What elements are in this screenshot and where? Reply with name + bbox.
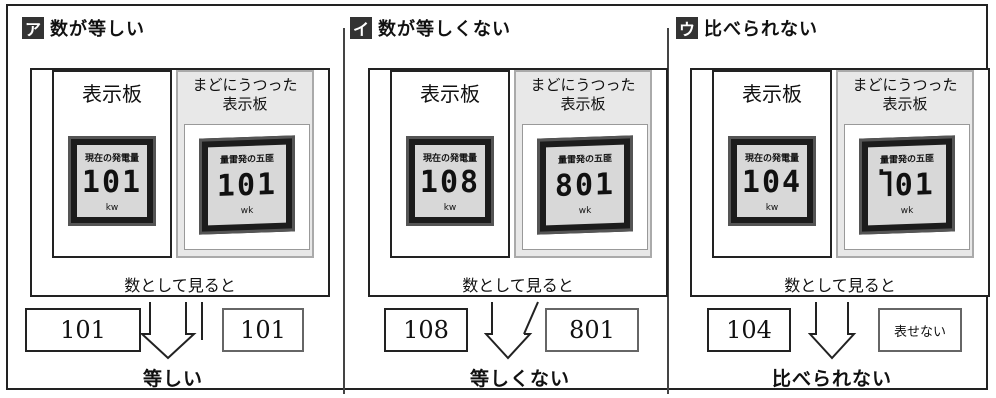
column-a-mirror-unit: wk	[240, 205, 254, 217]
column-a-display-board: 表示板 現在の発電量 101 kw	[52, 70, 172, 258]
column-b-mirror-unit: wk	[578, 205, 592, 217]
column-a-tag: ア	[22, 17, 44, 39]
column-b-see-as-number: 数として見ると	[462, 276, 574, 295]
column-a-mirror-label: 量雷発の五匪	[219, 154, 274, 166]
column-a-right-value: 101	[222, 308, 304, 352]
column-b-screen-label: 現在の発電量	[422, 154, 477, 164]
column-a-mirrored-board: まどにうつった 表示板 量雷発の五匪 101 wk	[176, 70, 314, 258]
column-a-left-caption: 表示板	[82, 82, 142, 106]
column-divider-2	[667, 28, 669, 394]
column-a-screen-digits: 101	[81, 165, 143, 200]
column-a-screen-label: 現在の発電量	[84, 154, 139, 164]
column-c-left-caption: 表示板	[742, 82, 802, 106]
column-a-left-value: 101	[25, 308, 141, 352]
column-b-right-caption: まどにうつった 表示板	[516, 76, 650, 114]
column-b-tag: イ	[350, 17, 372, 39]
column-b-heading: 数が等しくない	[378, 19, 511, 40]
column-c-right-caption-line2: 表示板	[882, 95, 928, 113]
column-c-mirrored-screen: 量雷発の五匪 Ⴈ01 wk	[859, 135, 955, 235]
column-b-header: イ 数が等しくない	[350, 14, 511, 42]
column-b-mirrored-board: まどにうつった 表示板 量雷発の五匪 801 wk	[514, 70, 652, 258]
column-a-header: ア 数が等しい	[22, 14, 145, 42]
column-b-left-caption: 表示板	[420, 82, 480, 106]
column-b-result: 等しくない	[470, 368, 571, 390]
column-a-display-screen: 現在の発電量 101 kw	[68, 136, 156, 226]
column-c-mirror-label: 量雷発の五匪	[879, 154, 934, 166]
column-b-display-board: 表示板 現在の発電量 108 kw	[390, 70, 510, 258]
column-b-display-screen: 現在の発電量 108 kw	[406, 136, 494, 226]
column-a-panel: 表示板 現在の発電量 101 kw まどにうつった 表示板 量雷発の五匪 101…	[30, 68, 330, 297]
column-c-arrow	[808, 302, 857, 360]
column-c-mirror-unit: wk	[900, 205, 914, 217]
column-a-right-caption-line2: 表示板	[222, 95, 268, 113]
column-c-result: 比べられない	[772, 368, 893, 390]
column-b-mirror-label: 量雷発の五匪	[557, 154, 612, 166]
column-c-right-caption-line1: まどにうつった	[852, 76, 958, 94]
column-c-right-value: 表せない	[878, 308, 962, 352]
column-a-mirror-digits: 101	[216, 166, 278, 205]
column-a-right-caption-line1: まどにうつった	[192, 76, 298, 94]
column-b-screen-unit: kw	[443, 203, 457, 213]
column-a-heading: 数が等しい	[50, 19, 145, 40]
column-b-window-image: 量雷発の五匪 801 wk	[522, 124, 648, 250]
column-c-left-value: 104	[707, 308, 791, 352]
column-c-panel: 表示板 現在の発電量 104 kw まどにうつった 表示板 量雷発の五匪 Ⴈ01…	[690, 68, 990, 297]
column-b-right-value: 801	[545, 308, 639, 352]
column-b-right-caption-line2: 表示板	[560, 95, 606, 113]
column-c-header: ウ 比べられない	[676, 14, 818, 42]
column-a-screen-unit: kw	[105, 203, 119, 213]
column-c-tag: ウ	[676, 17, 698, 39]
column-c-right-caption: まどにうつった 表示板	[838, 76, 972, 114]
column-a-right-caption: まどにうつった 表示板	[178, 76, 312, 114]
column-b-mirrored-screen: 量雷発の五匪 801 wk	[537, 135, 633, 235]
column-divider-1	[343, 28, 345, 394]
column-b-screen-digits: 108	[419, 165, 481, 200]
column-b-arrow	[484, 301, 539, 360]
column-c-screen-digits: 104	[741, 165, 803, 200]
column-c-window-image: 量雷発の五匪 Ⴈ01 wk	[844, 124, 970, 250]
column-b-right-caption-line1: まどにうつった	[530, 76, 636, 94]
column-b-panel: 表示板 現在の発電量 108 kw まどにうつった 表示板 量雷発の五匪 801…	[368, 68, 668, 297]
column-b-left-value: 108	[384, 308, 468, 352]
column-a-arrow	[140, 302, 203, 360]
column-c-heading: 比べられない	[704, 19, 818, 40]
column-c-screen-label: 現在の発電量	[744, 154, 799, 164]
column-c-display-board: 表示板 現在の発電量 104 kw	[712, 70, 832, 258]
column-a-mirrored-screen: 量雷発の五匪 101 wk	[199, 135, 295, 235]
column-c-see-as-number: 数として見ると	[784, 276, 896, 295]
column-c-mirror-digits: Ⴈ01	[879, 167, 935, 204]
column-a-see-as-number: 数として見ると	[124, 276, 236, 295]
column-a-result: 等しい	[143, 368, 204, 390]
column-c-mirrored-board: まどにうつった 表示板 量雷発の五匪 Ⴈ01 wk	[836, 70, 974, 258]
column-c-display-screen: 現在の発電量 104 kw	[728, 136, 816, 226]
column-b-mirror-digits: 801	[554, 166, 616, 205]
column-c-screen-unit: kw	[765, 203, 779, 213]
column-a-window-image: 量雷発の五匪 101 wk	[184, 124, 310, 250]
